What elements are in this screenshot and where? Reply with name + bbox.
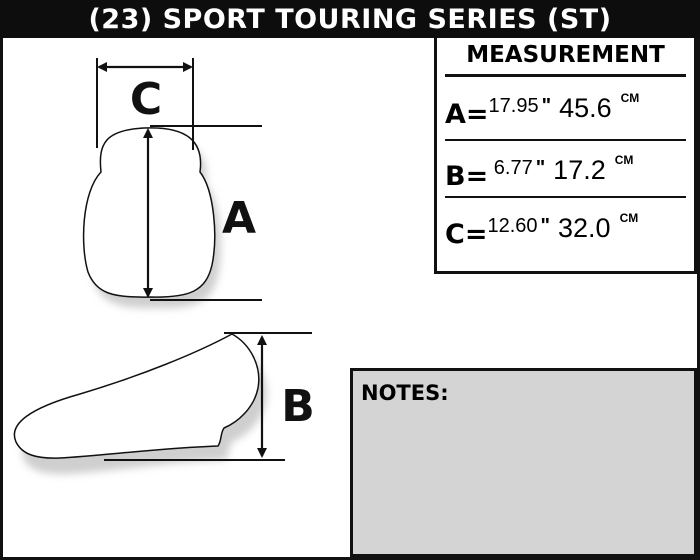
label-c: C <box>130 74 162 125</box>
row-a-letter: A= <box>445 99 489 130</box>
row-a-cm-unit: CM <box>620 91 640 105</box>
seat-side-view-outline <box>13 333 260 459</box>
row-b-cm: 17.2 <box>553 155 606 185</box>
label-a: A <box>222 193 256 244</box>
notes-panel[interactable]: NOTES: <box>350 368 697 557</box>
row-c-letter: C= <box>445 219 488 250</box>
measurement-row-c: C= 12.60 " 32.0 CM <box>445 204 695 248</box>
row-c-inches: 12.60 <box>487 215 538 237</box>
measurement-row-b: B= 6.77 " 17.2 CM <box>445 146 695 190</box>
row-a-cm: 45.6 <box>559 93 612 123</box>
row-a-inch-mark: " <box>541 95 552 117</box>
row-b-inches: 6.77 <box>488 157 533 179</box>
label-b: B <box>281 381 315 432</box>
seat-top-view-outline <box>82 127 216 298</box>
measurement-heading-rule <box>445 74 686 77</box>
title-text: (23) SPORT TOURING SERIES (ST) <box>88 3 612 35</box>
measurement-panel: MEASUREMENT A= 17.95 " 45.6 CM B= 6.77 "… <box>434 38 697 274</box>
notes-label: NOTES: <box>361 381 449 405</box>
row-b-letter: B= <box>445 161 489 192</box>
measurement-rule-2 <box>445 196 686 198</box>
row-b-inch-mark: " <box>535 157 546 179</box>
measurement-rule-1 <box>445 139 686 141</box>
measurement-row-a: A= 17.95 " 45.6 CM <box>445 84 695 128</box>
row-c-cm: 32.0 <box>558 213 611 243</box>
measurement-heading: MEASUREMENT <box>466 42 665 68</box>
row-a-inches: 17.95 <box>488 95 539 117</box>
page-title: (23) SPORT TOURING SERIES (ST) <box>0 0 700 38</box>
row-c-cm-unit: CM <box>619 211 639 225</box>
row-b-cm-unit: CM <box>614 153 634 167</box>
row-c-inch-mark: " <box>540 215 550 237</box>
